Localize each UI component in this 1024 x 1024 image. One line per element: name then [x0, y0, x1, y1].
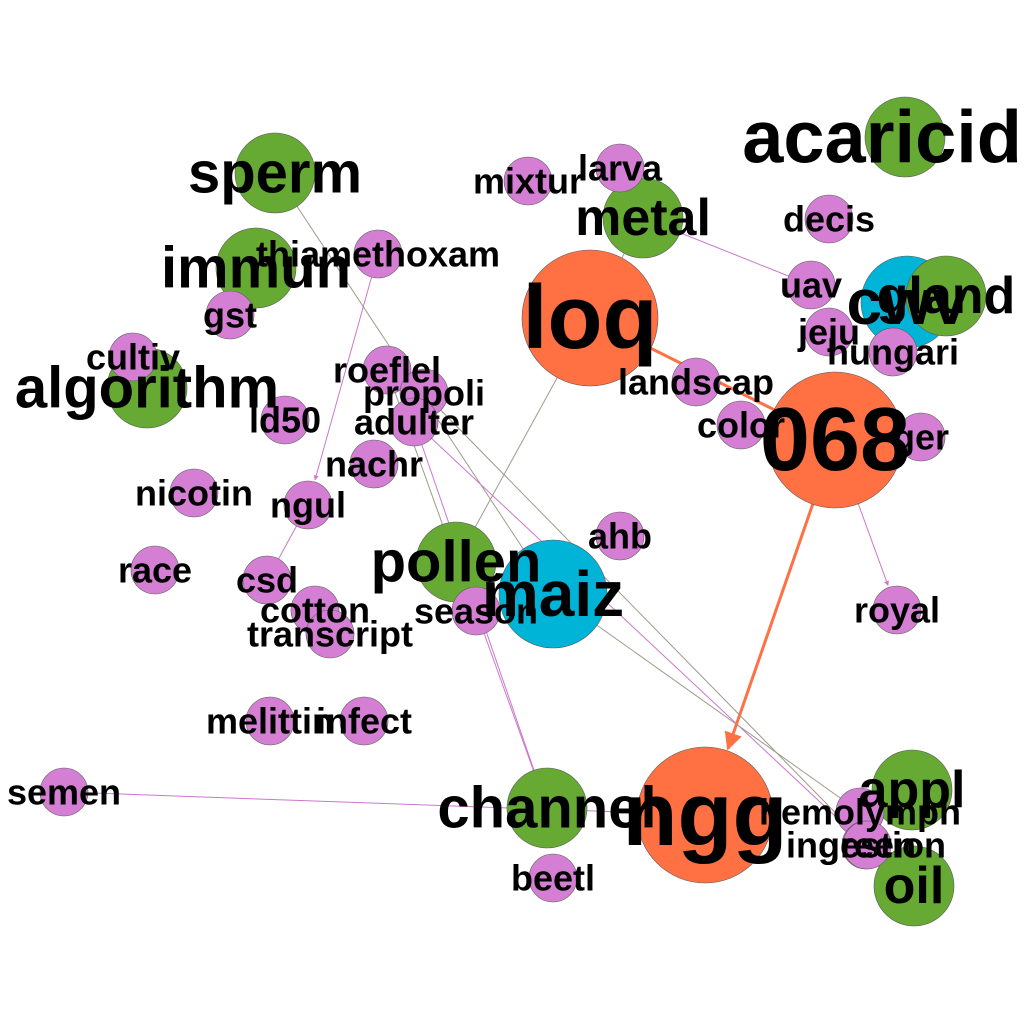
node-label-csd: csd: [236, 560, 298, 601]
node-label-infect: infect: [316, 701, 412, 742]
node-label-ngg: ngg: [623, 765, 788, 865]
node-label-season: season: [414, 591, 538, 632]
node-label-race: race: [118, 550, 192, 591]
node-label-cultiv: cultiv: [86, 337, 180, 378]
node-label-pollen: pollen: [371, 530, 542, 595]
node-metal[interactable]: [602, 177, 684, 259]
node-label-oil: oil: [884, 857, 945, 915]
node-thiamethoxam[interactable]: [353, 229, 403, 279]
node-label-transcript: transcript: [247, 614, 413, 655]
edge-propoli-green: [423, 392, 868, 846]
nodes-layer: [39, 96, 987, 927]
node-label-hemolymph: hemolymph: [759, 792, 961, 833]
node-royal[interactable]: [872, 585, 922, 635]
node-label-cotton: cotton: [260, 590, 370, 631]
node-label-hungari: hungari: [827, 332, 959, 373]
node-gst[interactable]: [205, 290, 255, 340]
node-sperm[interactable]: [234, 132, 316, 214]
node-label-green: green: [818, 825, 916, 866]
edge-adulter-ingestion: [413, 421, 867, 846]
node-infect[interactable]: [339, 696, 389, 746]
node-ger[interactable]: [896, 412, 946, 462]
node-maiz[interactable]: [498, 539, 608, 649]
node-roeflel[interactable]: [362, 345, 412, 395]
node-jeju[interactable]: [804, 307, 854, 357]
node-label-ahb: ahb: [588, 516, 652, 557]
node-channel[interactable]: [506, 767, 588, 849]
node-semen[interactable]: [39, 767, 89, 817]
node-label-jeju: jeju: [797, 312, 860, 353]
node-label-maiz: maiz: [482, 558, 624, 630]
node-oil[interactable]: [873, 845, 955, 927]
node-label-sperm: sperm: [188, 141, 362, 206]
node-label-ger: ger: [893, 417, 949, 458]
node-hungari[interactable]: [868, 327, 918, 377]
node-beetl[interactable]: [528, 853, 578, 903]
node-label-beetl: beetl: [511, 858, 595, 899]
node-color[interactable]: [716, 400, 766, 450]
node-label-acaricid: acaricid: [742, 96, 1022, 179]
node-label-thiamethoxam: thiamethoxam: [256, 234, 500, 275]
node-cultiv[interactable]: [108, 332, 158, 382]
edge-semen-ngg: [63, 791, 706, 816]
node-label-gst: gst: [203, 295, 257, 336]
node-adulter[interactable]: [389, 397, 439, 447]
node-ahb[interactable]: [595, 511, 645, 561]
node-label-decis: decis: [783, 199, 875, 240]
node-green[interactable]: [842, 820, 892, 870]
node-uav[interactable]: [786, 260, 836, 310]
node-label-metal: metal: [575, 189, 711, 247]
edge-maiz-hemolymph: [552, 593, 861, 813]
node-label-propoli: propoli: [363, 373, 485, 414]
node-label-semen: semen: [7, 772, 121, 813]
node-nachr[interactable]: [349, 439, 399, 489]
node-label-n068: 068: [760, 390, 910, 490]
node-label-adulter: adulter: [354, 402, 474, 443]
node-label-ld50: ld50: [249, 400, 321, 441]
node-label-melittin: melittin: [206, 701, 334, 742]
node-season[interactable]: [451, 586, 501, 636]
node-appl[interactable]: [871, 749, 953, 831]
node-label-immun: immun: [161, 236, 351, 301]
node-csd[interactable]: [242, 555, 292, 605]
node-label-nicotin: nicotin: [135, 473, 253, 514]
node-label-larva: larva: [578, 148, 663, 189]
node-ngul[interactable]: [283, 480, 333, 530]
node-label-loq: loq: [523, 268, 658, 368]
node-larva[interactable]: [595, 143, 645, 193]
labels-layer: acaricid sperm immun algorithm metal pollen ch…: [7, 96, 1022, 916]
node-label-nachr: nachr: [325, 444, 423, 485]
node-immun[interactable]: [215, 227, 297, 309]
node-gland[interactable]: [905, 255, 987, 337]
node-label-royal: royal: [854, 590, 940, 631]
node-label-uav: uav: [780, 265, 842, 306]
edge-thiamethoxam-ngul: [313, 253, 379, 481]
node-label-channel: channel: [437, 776, 656, 841]
node-label-landscap: landscap: [618, 362, 774, 403]
node-loq[interactable]: [521, 249, 659, 387]
node-landscap[interactable]: [671, 357, 721, 407]
node-ld50[interactable]: [260, 395, 310, 445]
node-label-gland: gland: [877, 267, 1016, 325]
node-decis[interactable]: [804, 194, 854, 244]
node-label-ingestion: ingestion: [786, 825, 946, 866]
node-mixtur[interactable]: [503, 156, 553, 206]
node-ngg[interactable]: [636, 746, 774, 884]
node-race[interactable]: [130, 545, 180, 595]
node-label-roeflel: roeflel: [333, 350, 441, 391]
node-label-color: color: [697, 405, 785, 446]
node-label-mixtur: mixtur: [473, 161, 583, 202]
node-label-appl: appl: [859, 761, 966, 819]
node-label-ngul: ngul: [270, 485, 346, 526]
node-acaricid[interactable]: [864, 96, 946, 178]
node-label-cwv: cwv: [847, 266, 968, 338]
node-nicotin[interactable]: [169, 468, 219, 518]
node-label-algorithm: algorithm: [15, 356, 279, 421]
node-melittin[interactable]: [245, 696, 295, 746]
node-transcript[interactable]: [305, 609, 355, 659]
